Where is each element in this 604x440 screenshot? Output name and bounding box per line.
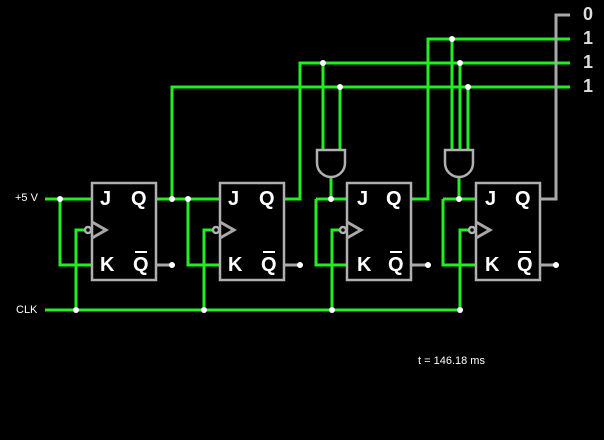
ff2-clock-wire[interactable]: [202, 228, 212, 310]
ff3-j: J: [357, 188, 369, 210]
junction-dots: [57, 36, 559, 313]
flipflop-2[interactable]: [211, 181, 286, 282]
and-gate-2[interactable]: [443, 148, 475, 179]
flipflop-4[interactable]: [467, 181, 542, 282]
ff2-k: K: [228, 254, 243, 276]
ff3-qbar: Q: [388, 254, 404, 276]
ff1-q: Q: [131, 188, 147, 210]
simulation-time: t = 146.18 ms: [418, 355, 485, 367]
output-bit-1: 1: [583, 52, 594, 72]
ff1-clock-wire[interactable]: [74, 228, 84, 310]
ff4-clock-wire[interactable]: [458, 228, 468, 310]
ff3-q: Q: [386, 188, 402, 210]
and-gate-1[interactable]: [315, 148, 347, 179]
ff4-qbar: Q: [517, 254, 533, 276]
flipflop-1[interactable]: [83, 181, 158, 282]
vcc-wire[interactable]: [45, 197, 92, 267]
flipflop-3[interactable]: [338, 181, 413, 282]
clk-label[interactable]: CLK: [16, 304, 38, 316]
and1-inputs[interactable]: [321, 63, 342, 152]
output-bit-0: 1: [583, 76, 594, 96]
ff3-clock-wire[interactable]: [330, 228, 340, 310]
ff4-q: Q: [515, 188, 531, 210]
ff1-k: K: [100, 254, 115, 276]
and2-inputs[interactable]: [450, 39, 470, 152]
vcc-label: +5 V: [15, 192, 38, 204]
ff3-k: K: [357, 254, 372, 276]
output-bit-3: 0: [583, 4, 594, 24]
ff1-j: J: [100, 188, 112, 210]
q2-wire[interactable]: [284, 61, 570, 201]
output-bit-2: 1: [583, 28, 594, 48]
q4-wire[interactable]: [540, 13, 570, 201]
q3-wire[interactable]: [411, 37, 570, 201]
ff2-qbar: Q: [261, 254, 277, 276]
ff4-j: J: [485, 188, 497, 210]
ff2-q: Q: [259, 188, 275, 210]
ff1-qbar: Q: [133, 254, 149, 276]
ff4-k: K: [485, 254, 500, 276]
ff2-j: J: [228, 188, 240, 210]
